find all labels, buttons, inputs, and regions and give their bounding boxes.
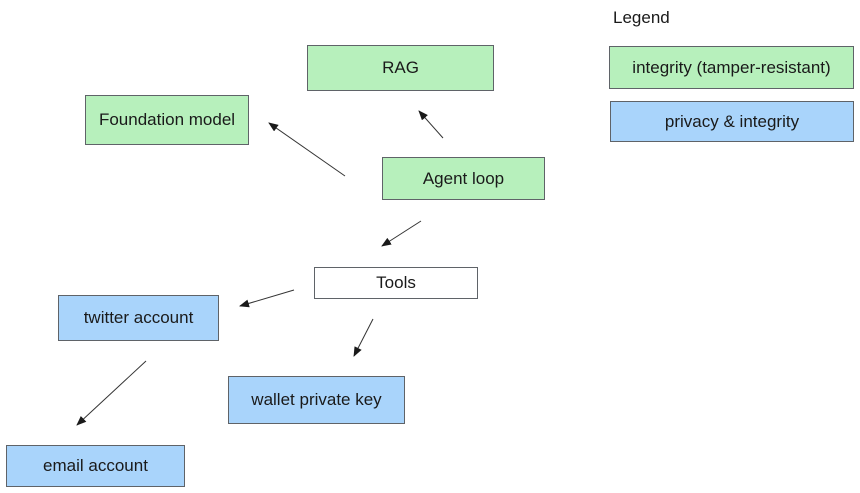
node-twitter-account: twitter account (58, 295, 219, 341)
node-agent-loop-label: Agent loop (422, 168, 505, 188)
node-email-account: email account (6, 445, 185, 487)
edge-tools-to-twitter-account (239, 289, 295, 308)
node-foundation-model: Foundation model (85, 95, 249, 145)
node-tools-label: Tools (376, 273, 416, 292)
edge-twitter-account-to-email-account (76, 360, 147, 426)
node-email-account-label: email account (43, 456, 148, 475)
legend-integrity-label: integrity (tamper-resistant) (632, 57, 831, 77)
node-wallet-private-key-label: wallet private key (251, 390, 382, 409)
legend-privacy-swatch: privacy & integrity (610, 101, 854, 142)
node-tools: Tools (314, 267, 478, 299)
node-foundation-model-label: Foundation model (98, 110, 236, 129)
edge-tools-to-wallet-private-key (353, 318, 374, 357)
node-twitter-account-label: twitter account (83, 308, 194, 327)
node-rag: RAG (307, 45, 494, 91)
edge-agent-loop-to-foundation-model (268, 122, 346, 177)
edge-agent-loop-to-rag (418, 110, 444, 139)
node-agent-loop: Agent loop (382, 157, 545, 200)
legend-integrity-swatch: integrity (tamper-resistant) (609, 46, 854, 89)
legend-privacy-label: privacy & integrity (664, 111, 800, 131)
legend-title: Legend (613, 8, 670, 27)
edge-agent-loop-to-tools (381, 220, 422, 247)
node-wallet-private-key: wallet private key (228, 376, 405, 424)
node-rag-label: RAG (382, 58, 419, 77)
